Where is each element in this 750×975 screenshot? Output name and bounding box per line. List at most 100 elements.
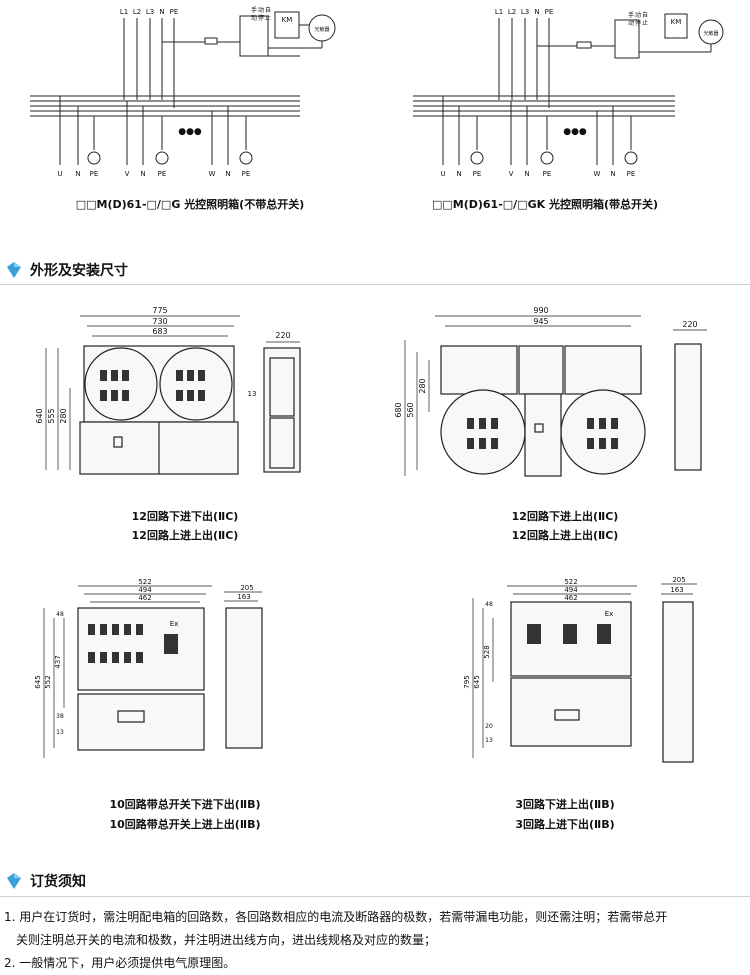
control-label: 自 [642,11,648,19]
dim-width: 775 [152,306,167,315]
output-label: V [125,170,130,178]
phase-label: N [534,8,539,16]
drawing-caption: 12回路下进上出(ⅡC) [511,510,619,523]
note-line: 关则注明总开关的电流和极数，并注明进出线方向，进出线规格及对应的数量； [16,933,437,947]
output-label: PE [242,170,251,178]
drawing-caption: 10回路带总开关上进上出(ⅡB) [109,818,261,831]
phase-label: L2 [508,8,516,16]
control-label: 动 [635,12,641,19]
output-label: N [225,170,230,178]
dim-height: 280 [59,408,68,423]
control-label: 停 [635,19,641,27]
output-label: PE [158,170,167,178]
output-label: N [140,170,145,178]
dim-small: 20 [485,723,493,730]
section-divider [0,284,750,285]
contactor-label: KM [282,16,293,24]
control-label: 止 [265,14,271,22]
dim-small: 38 [56,713,64,720]
dim-width: 945 [533,317,548,326]
control-label: 停 [258,14,264,22]
dim-width: 494 [564,586,578,594]
dim-small: 13 [56,729,64,736]
dim-small: 48 [485,601,493,608]
drawing-caption: 12回路上进上出(ⅡC) [131,529,239,542]
dim-height: 645 [34,675,42,688]
control-label: 手 [628,11,634,19]
drawing-10-circuit-2b: 522 494 462 645 552 437 48 38 13 205 163… [34,578,263,758]
drawing-caption: 10回路带总开关下进下出(ⅡB) [109,798,261,811]
dim-height: 552 [44,675,52,688]
dim-depth: 220 [682,320,697,329]
drawing-12-circuit-2c-b: 990 945 680 560 280 220 [394,306,707,477]
dim-height: 437 [54,655,62,668]
output-label: V [509,170,514,178]
ex-mark: Ex [170,620,179,628]
section-title: 外形及安装尺寸 [30,263,128,279]
output-label: N [524,170,529,178]
control-label: 动 [628,20,634,27]
dim-height: 555 [47,408,56,423]
section-header-ordering: 订货须知 [6,868,86,894]
dim-small: 13 [485,737,493,744]
dim-small: 48 [56,611,64,618]
section-header-dimensions: 外形及安装尺寸 [6,257,128,283]
output-label: N [75,170,80,178]
ordering-notes: 1. 用户在订货时，需注明配电箱的回路数，各回路数相应的电流及断路器的极数，若需… [4,906,746,975]
drawing-3-circuit-2b: 522 494 462 795 645 528 48 20 13 205 163… [463,576,697,763]
circuit-diagram-right: L1 L2 L3 N PE 手 动 自 动 停 止 KM 光敏器 ●●● U N… [413,8,724,178]
phase-label: L3 [146,8,154,16]
dim-depth: 205 [672,576,685,584]
output-label: N [456,170,461,178]
drawing-caption: 12回路上进上出(ⅡC) [511,529,619,542]
ex-mark: Ex [605,610,614,618]
dim-width: 522 [564,578,577,586]
dim-height: 680 [394,402,403,417]
phase-label: L1 [495,8,503,16]
dim-width: 730 [152,317,167,326]
phase-label: L1 [120,8,128,16]
dim-depth: 205 [240,584,253,592]
diamond-icon [7,873,21,889]
ellipsis: ●●● [563,127,587,137]
dim-width: 462 [138,594,151,602]
dim-width: 683 [152,327,167,336]
control-label: 自 [265,6,271,14]
control-label: 动 [251,15,257,22]
circuit-caption-right: □□M(D)61-□/□GK 光控照明箱(带总开关) [431,198,659,211]
sensor-label: 光敏器 [703,30,718,37]
circuit-diagram-left: L1 L2 L3 N PE 手 动 自 动 停 止 KM 光敏器 ●●● U N… [30,6,336,178]
dim-height: 560 [406,402,415,417]
dim-height: 280 [418,378,427,393]
output-label: N [610,170,615,178]
note-line: 2. 一般情况下，用户必须提供电气原理图。 [4,956,236,970]
phase-label: L2 [133,8,141,16]
ellipsis: ●●● [178,127,202,137]
dim-height: 645 [473,675,481,688]
phase-label: N [159,8,164,16]
control-label: 手 [251,6,257,14]
phase-label: PE [170,8,179,16]
output-label: PE [90,170,99,178]
control-label: 动 [258,7,264,14]
output-label: PE [627,170,636,178]
circuit-caption-left: □□M(D)61-□/□G 光控照明箱(不带总开关) [75,198,305,211]
dim-width: 522 [138,578,151,586]
drawing-caption: 12回路下进下出(ⅡC) [131,510,239,523]
dim-height: 528 [483,645,491,658]
drawing-12-circuit-2c: 775 730 683 640 555 280 220 13 [35,306,301,475]
diamond-icon [7,262,21,278]
contactor-label: KM [671,18,682,26]
section-title: 订货须知 [30,874,86,890]
dim-height: 795 [463,675,471,688]
dim-depth: 163 [670,586,683,594]
dim-depth: 220 [275,331,290,340]
output-label: U [440,170,445,178]
phase-label: PE [545,8,554,16]
dim-depth: 163 [237,593,250,601]
dim-width: 494 [138,586,152,594]
dim-width: 462 [564,594,577,602]
section-divider [0,896,750,897]
note-line: 1. 用户在订货时，需注明配电箱的回路数，各回路数相应的电流及断路器的极数，若需… [4,910,668,924]
phase-label: L3 [521,8,529,16]
